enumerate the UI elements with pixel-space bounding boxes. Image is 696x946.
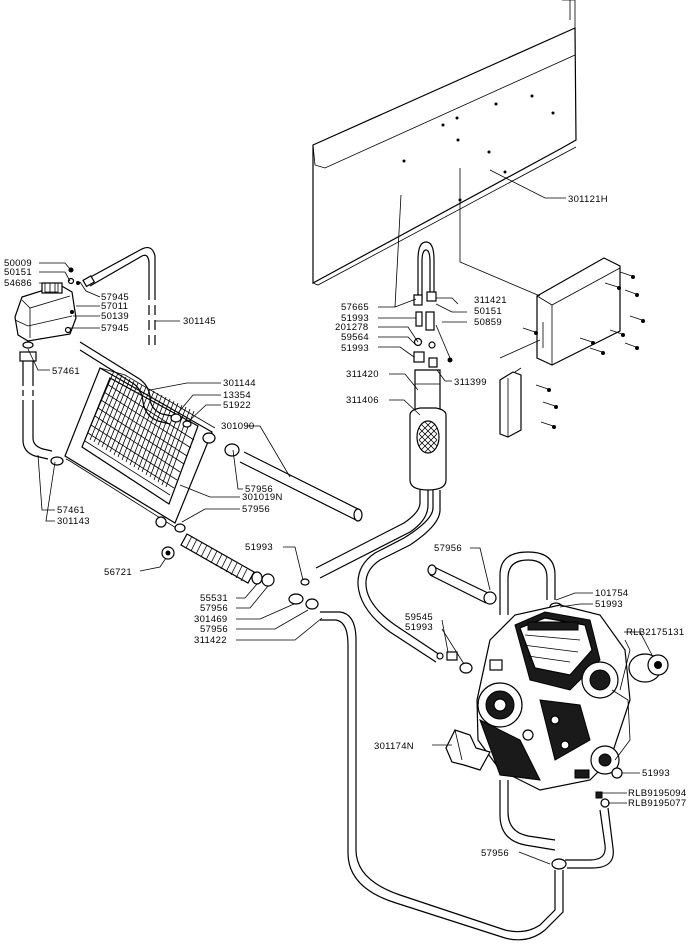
- engine-upper-hose: [427, 564, 497, 605]
- callout-RLB9195094: RLB9195094: [628, 788, 686, 799]
- leader-lines: [27, 169, 653, 865]
- callout-59545: 59545: [405, 612, 433, 623]
- access-panel: [312, 0, 577, 286]
- expansion-tank: [14, 282, 77, 349]
- callout-201278: 201278: [335, 322, 369, 333]
- engine-fittings-left: [436, 651, 473, 674]
- callout-57945-a: 57945: [101, 292, 129, 303]
- callout-50139: 50139: [101, 311, 129, 322]
- cover-box: [536, 257, 621, 366]
- callout-301143: 301143: [57, 516, 90, 527]
- callout-301090: 301090: [221, 421, 255, 432]
- callout-57461-top: 57461: [52, 366, 80, 377]
- callout-57956-f: 57956: [481, 848, 509, 859]
- callout-50151-left: 50151: [4, 267, 32, 278]
- callout-57011: 57011: [101, 301, 128, 312]
- callout-RLB2175131: RLB2175131: [626, 627, 684, 638]
- cover-bolts: [522, 271, 645, 429]
- callout-50009: 50009: [4, 258, 32, 269]
- callout-301121H: 301121H: [568, 194, 608, 205]
- callout-54686: 54686: [4, 278, 32, 289]
- filter-canister: [409, 369, 447, 491]
- callout-57956-b: 57956: [242, 504, 270, 515]
- callout-labels: 301121H 311421 50151 50859 57665 51993 2…: [4, 194, 686, 859]
- heater-hose-loop: [417, 241, 435, 300]
- callout-57956-d: 57956: [200, 624, 228, 635]
- lower-return-hose: [320, 611, 567, 941]
- callout-51922: 51922: [223, 400, 251, 411]
- callout-301145: 301145: [183, 316, 216, 327]
- callout-57945-b: 57945: [101, 323, 129, 334]
- heater-return-hose: [315, 490, 429, 579]
- callout-51993-c: 51993: [245, 542, 273, 553]
- callout-51993-a: 51993: [341, 313, 369, 324]
- radiator-fittings: [155, 413, 240, 533]
- corrugated-hose: [180, 533, 275, 587]
- callout-57956-c: 57956: [200, 603, 228, 614]
- engine-fittings-right: [595, 767, 623, 808]
- valve-stack: [413, 291, 453, 368]
- callout-50151-right: 50151: [474, 306, 502, 317]
- tank-fittings: [64, 267, 80, 334]
- callout-RLB9195077: RLB9195077: [628, 798, 686, 809]
- radiator: [64, 367, 216, 529]
- callout-301469: 301469: [194, 614, 228, 625]
- hose-301090: [239, 451, 363, 522]
- callout-55531: 55531: [200, 593, 228, 604]
- callout-51993-d: 51993: [595, 599, 623, 610]
- lower-fittings: [288, 578, 319, 610]
- callout-51993-b: 51993: [341, 343, 369, 354]
- callout-311399: 311399: [454, 377, 487, 388]
- callout-301019N: 301019N: [242, 492, 283, 503]
- callout-59564: 59564: [341, 332, 369, 343]
- callout-311420: 311420: [346, 369, 379, 380]
- callout-13354: 13354: [223, 390, 251, 401]
- tank-lower-hose: [19, 351, 64, 466]
- drain-plug: [161, 546, 175, 560]
- callout-311406: 311406: [346, 395, 379, 406]
- upper-radiator-hose: [79, 341, 173, 425]
- callout-311421: 311421: [474, 295, 507, 306]
- heater-feed-hose: [357, 490, 441, 663]
- alternator: [628, 653, 669, 683]
- coolant-loop-hose: [499, 551, 614, 869]
- callout-57956-a: 57956: [245, 484, 273, 495]
- callout-56721: 56721: [104, 567, 132, 578]
- engine-block: [476, 604, 631, 791]
- callout-51993-e: 51993: [405, 622, 433, 633]
- callout-301144: 301144: [223, 378, 256, 389]
- callout-57461-bottom: 57461: [57, 505, 85, 516]
- overflow-hose: [82, 246, 156, 345]
- engine-mount-bracket: [445, 729, 491, 771]
- callout-57665: 57665: [341, 302, 369, 313]
- callout-51993-f: 51993: [642, 768, 670, 779]
- callout-57956-e: 57956: [434, 543, 462, 554]
- callout-311422: 311422: [194, 635, 227, 646]
- callout-101754: 101754: [595, 588, 629, 599]
- mounting-bracket: [499, 367, 522, 438]
- callout-50859: 50859: [474, 317, 502, 328]
- callout-301174N: 301174N: [374, 741, 414, 752]
